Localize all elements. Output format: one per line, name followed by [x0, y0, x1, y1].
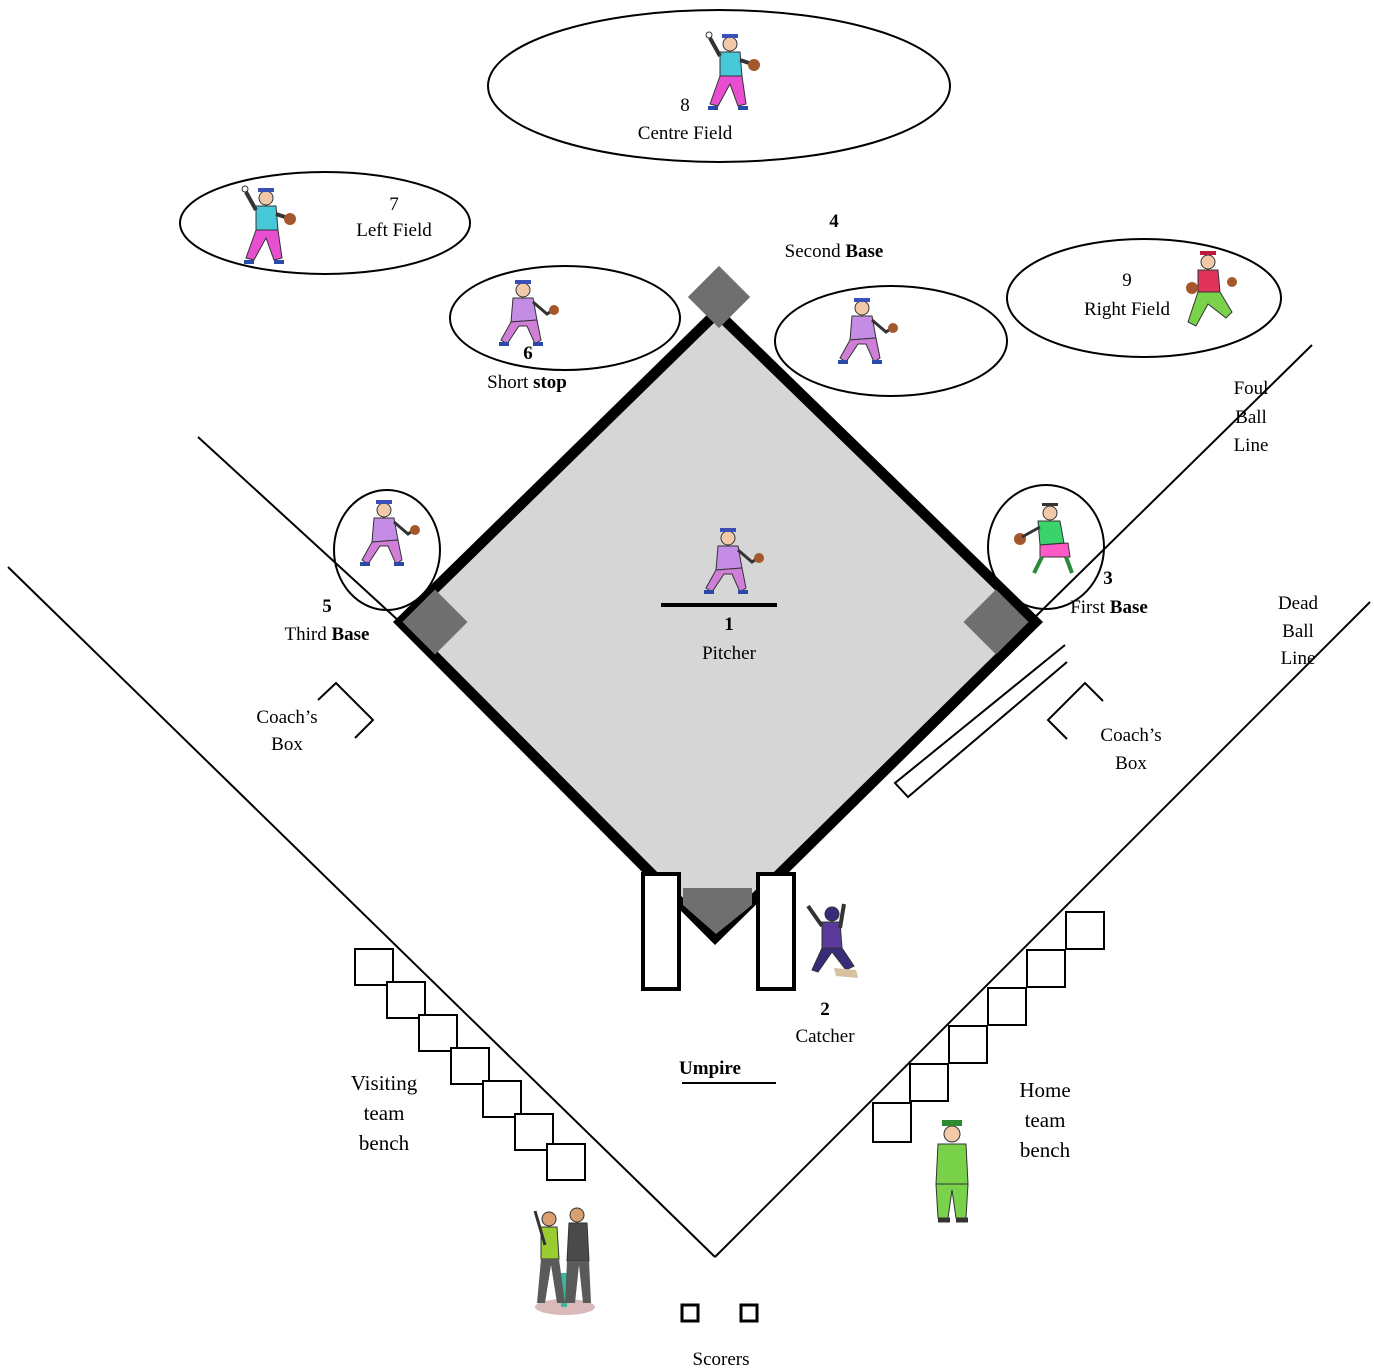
field-lines — [7, 344, 1371, 1258]
bench-seat — [546, 1143, 586, 1181]
centre-fielder-figure — [704, 30, 762, 110]
dead-ball-line-label-1: Dead — [1278, 593, 1319, 614]
umpire-label: Umpire — [679, 1058, 741, 1079]
home-coach-figure — [935, 1120, 969, 1223]
bench-seat — [1065, 911, 1105, 950]
foul-ball-line-label-3: Line — [1234, 435, 1269, 456]
second-base-bag — [687, 265, 751, 329]
right-field-label: Right Field — [1084, 299, 1171, 320]
centre-field-ellipse — [487, 9, 951, 163]
home-bench-label-1: Home — [1019, 1078, 1070, 1102]
short-stop-label: Short stop — [487, 372, 567, 393]
short-stop-number: 6 — [523, 343, 533, 364]
coach-box-left-label-2: Box — [271, 734, 303, 755]
first-baseman-ellipse — [987, 484, 1105, 610]
infield-grass — [408, 320, 1028, 930]
scorer-box — [739, 1303, 759, 1323]
foul-line-left — [197, 436, 401, 623]
home-team-bench-seats — [872, 911, 1105, 1143]
left-field-label: Left Field — [356, 220, 432, 241]
third-base-number: 5 — [322, 596, 332, 617]
home-bench-label-3: bench — [1020, 1138, 1071, 1162]
dead-ball-line-label-2: Ball — [1282, 621, 1314, 642]
first-base-running-lane — [893, 644, 1068, 799]
third-baseman-figure — [358, 498, 422, 566]
centre-field-number: 8 — [680, 95, 690, 116]
dead-ball-line-right — [714, 601, 1371, 1258]
third-baseman-ellipse — [333, 489, 441, 611]
bench-seat — [482, 1080, 522, 1118]
scorer-boxes — [680, 1303, 759, 1323]
second-baseman-ellipse — [774, 285, 1008, 397]
home-plate — [683, 888, 752, 934]
first-base-number: 3 — [1103, 568, 1113, 589]
short-stop-ellipse — [449, 265, 681, 371]
foul-line-right — [1029, 344, 1313, 623]
catcher-number: 2 — [820, 999, 830, 1020]
coach-box-left-label-1: Coach’s — [256, 707, 317, 728]
position-ellipses — [179, 9, 1282, 611]
left-field-number: 7 — [389, 194, 399, 215]
home-bench-label-2: team — [1025, 1108, 1066, 1132]
bench-seat — [450, 1047, 490, 1085]
bench-seat — [987, 987, 1027, 1026]
coach-box-right-label-2: Box — [1115, 753, 1147, 774]
bench-seat — [1026, 949, 1066, 988]
scorer-box — [680, 1303, 700, 1323]
bench-seat — [386, 981, 426, 1019]
left-fielder-figure — [240, 184, 298, 264]
visiting-bench-label-1: Visiting — [351, 1071, 418, 1095]
right-fielder-figure — [1186, 251, 1237, 327]
bases — [402, 265, 1029, 934]
coach-boxes — [317, 681, 1104, 740]
foul-ball-line-label-1: Foul — [1234, 378, 1269, 399]
visiting-bench-label-2: team — [364, 1101, 405, 1125]
bench-seat — [418, 1014, 458, 1052]
third-base-bag — [402, 589, 468, 655]
left-field-ellipse — [179, 171, 471, 275]
coach-box-right-shape — [1046, 681, 1104, 740]
second-base-label: Second Base — [785, 241, 884, 262]
bench-seat — [872, 1102, 912, 1143]
right-batters-box — [756, 872, 796, 991]
centre-field-label: Centre Field — [638, 123, 733, 144]
catcher-figure — [806, 903, 858, 978]
coach-box-left-shape — [317, 681, 375, 739]
bench-seat — [948, 1025, 988, 1064]
pitcher-label: Pitcher — [702, 643, 756, 664]
first-base-bag — [963, 589, 1029, 655]
second-baseman-figure — [836, 296, 900, 364]
visiting-team-bench-seats — [354, 948, 586, 1181]
coach-box-right-label-1: Coach’s — [1100, 725, 1161, 746]
visiting-batter-figure — [533, 1207, 595, 1315]
first-base-label: First Base — [1070, 597, 1148, 618]
scorers-label: Scorers — [693, 1349, 750, 1370]
first-baseman-figure — [1014, 503, 1074, 574]
pitcher-number: 1 — [724, 614, 734, 635]
right-field-number: 9 — [1122, 270, 1132, 291]
third-base-label: Third Base — [285, 624, 370, 645]
bench-seat — [909, 1063, 949, 1102]
bench-seat — [354, 948, 394, 986]
dead-ball-line-left — [7, 566, 716, 1258]
batters-boxes — [641, 872, 796, 991]
catcher-label: Catcher — [795, 1026, 855, 1047]
visiting-bench-label-3: bench — [359, 1131, 410, 1155]
dead-ball-line-label-3: Line — [1281, 648, 1316, 669]
foul-ball-line-label-2: Ball — [1235, 407, 1267, 428]
left-batters-box — [641, 872, 681, 991]
right-field-ellipse — [1006, 238, 1282, 358]
second-base-number: 4 — [829, 211, 839, 232]
short-stop-figure — [497, 278, 561, 346]
